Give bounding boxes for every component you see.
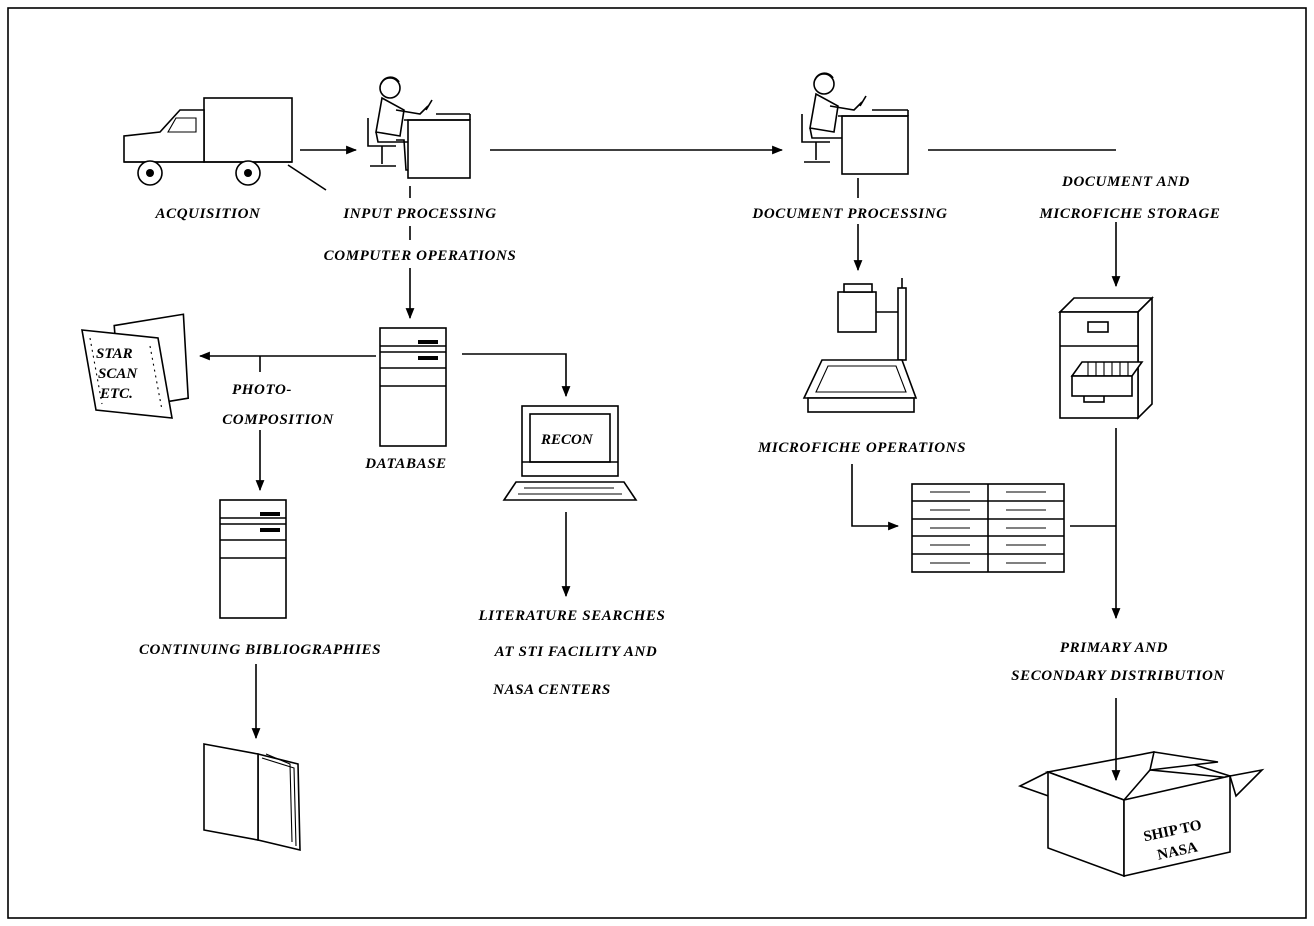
label-searches-line1: LITERATURE SEARCHES (478, 608, 666, 624)
label-distribution-line1: PRIMARY AND (1060, 640, 1168, 656)
file-cabinet-icon (1058, 296, 1154, 420)
arrow-to-microfiche-grid (851, 464, 900, 531)
label-photo-line2: COMPOSITION (222, 412, 334, 428)
microfiche-reader-icon (802, 278, 918, 413)
recon-terminal-icon: RECON (502, 405, 638, 501)
label-distribution-line2: SECONDARY DISTRIBUTION (1011, 668, 1225, 684)
shipping-box-icon: SHIP TO NASA (1017, 751, 1265, 878)
printed-indexes-icon: STAR SCAN ETC. (81, 313, 190, 419)
label-database: DATABASE (364, 456, 447, 472)
label-computer-operations: COMPUTER OPERATIONS (324, 248, 517, 264)
label-microfiche-operations: MICROFICHE OPERATIONS (757, 440, 966, 456)
flow-connectors (198, 145, 1121, 782)
recon-text: RECON (540, 432, 594, 448)
scan-text: SCAN (98, 366, 138, 382)
label-storage-line1: DOCUMENT AND (1061, 174, 1190, 190)
label-searches-line2: AT STI FACILITY AND (494, 644, 658, 660)
diagram-frame (7, 7, 1307, 919)
bibliography-computer-icon (219, 499, 287, 619)
label-searches-line3: NASA CENTERS (492, 682, 611, 698)
label-photo-line1: PHOTO- (232, 382, 292, 398)
truck-icon (123, 97, 327, 191)
database-computer-icon (379, 327, 447, 447)
booklet-icon (203, 743, 301, 852)
input-processing-desk-icon (367, 76, 471, 179)
star-text: STAR (96, 346, 133, 362)
etc-text: ETC. (99, 386, 133, 402)
arrow-database-to-recon (462, 353, 571, 398)
label-storage-line2: MICROFICHE STORAGE (1038, 206, 1220, 222)
label-input-processing: INPUT PROCESSING (342, 206, 496, 222)
label-document-processing: DOCUMENT PROCESSING (751, 206, 947, 222)
label-continuing-bibliographies: CONTINUING BIBLIOGRAPHIES (139, 642, 381, 658)
microfiche-sheets-icon (911, 483, 1065, 573)
document-processing-desk-icon (801, 72, 909, 175)
diagram-labels: ACQUISITION INPUT PROCESSING COMPUTER OP… (139, 174, 1225, 698)
label-acquisition: ACQUISITION (155, 206, 262, 222)
